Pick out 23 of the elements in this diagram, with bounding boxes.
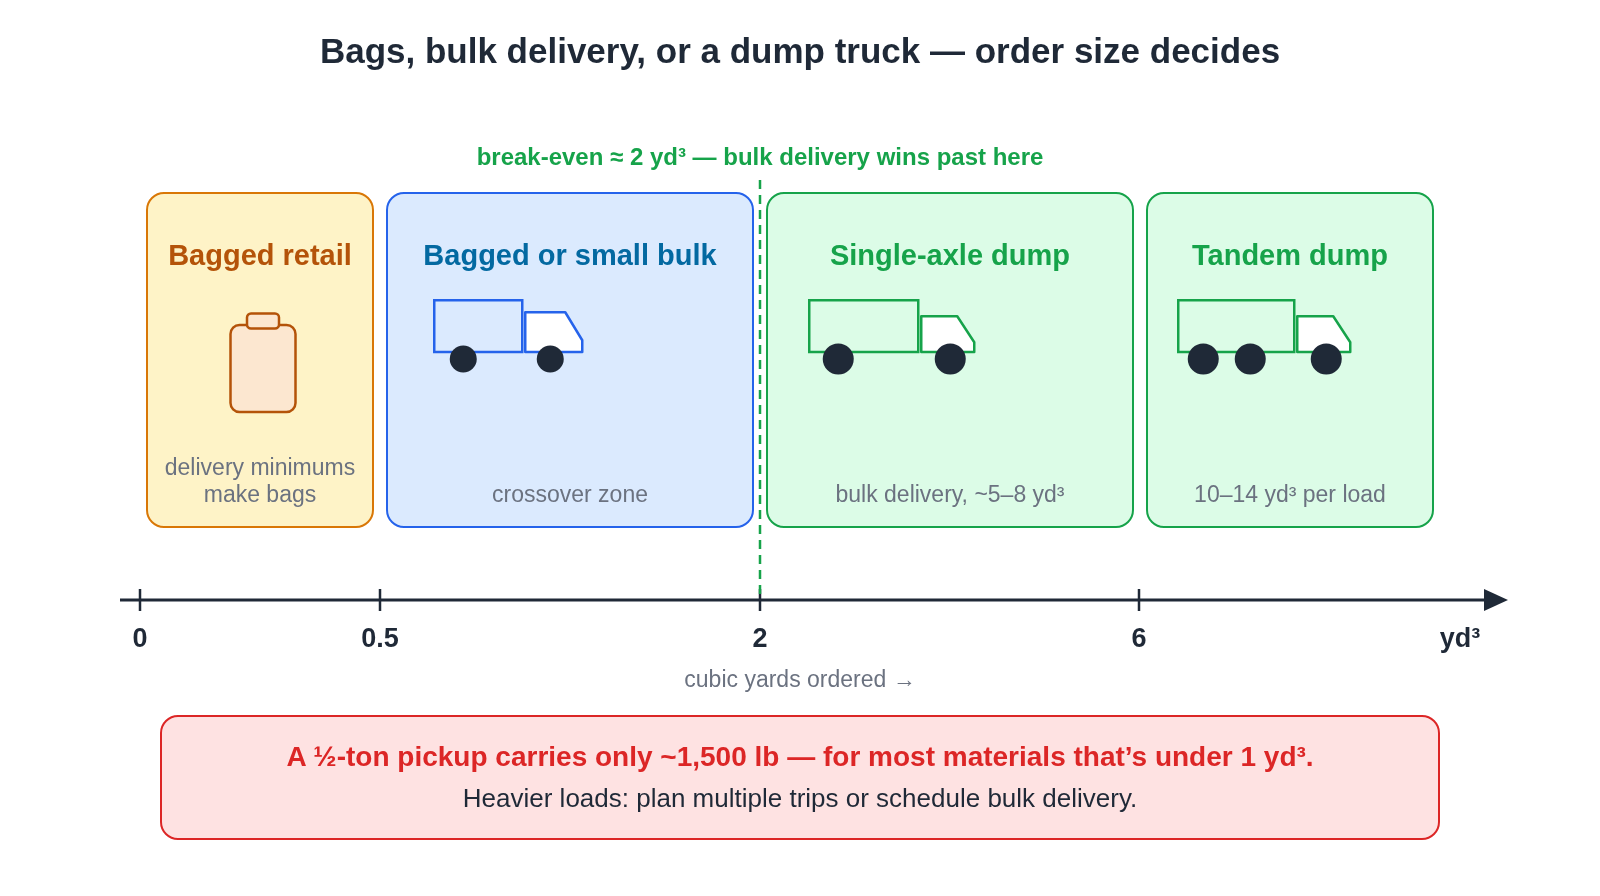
- note-text: Heavier loads: plan multiple trips or schedule bulk delivery.: [462, 783, 1138, 814]
- range-panel: [386, 192, 754, 528]
- panel-caption: crossover zone: [491, 481, 649, 508]
- panel-caption: bulk delivery, ~5–8 yd³: [834, 481, 1066, 508]
- note-box: [160, 715, 1440, 840]
- tick-label: 2: [752, 622, 768, 654]
- tick-label: 0: [132, 622, 148, 654]
- range-panel: [146, 192, 374, 528]
- panel-heading: Bagged retail: [167, 238, 353, 272]
- panel-caption: delivery minimums make bags: [163, 454, 357, 508]
- range-panel: [1146, 192, 1434, 528]
- axis-caption: cubic yards ordered →: [684, 665, 916, 693]
- threshold-label: break-even ≈ 2 yd³ — bulk delivery wins past here: [476, 143, 1044, 171]
- range-panel: [766, 192, 1134, 528]
- panel-heading: Single-axle dump: [828, 238, 1072, 272]
- tick-label: 6: [1131, 622, 1147, 654]
- diagram-title: Bags, bulk delivery, or a dump truck — order size decides: [319, 31, 1281, 71]
- tick-label: 0.5: [361, 622, 399, 654]
- panel-caption: 10–14 yd³ per load: [1193, 481, 1387, 508]
- panel-heading: Tandem dump: [1191, 238, 1389, 272]
- axis-unit-label: yd³: [1439, 622, 1481, 654]
- panel-heading: Bagged or small bulk: [422, 238, 718, 272]
- warning-text: A ½-ton pickup carries only ~1,500 lb — for most materials that’s under 1 yd³.: [286, 741, 1314, 773]
